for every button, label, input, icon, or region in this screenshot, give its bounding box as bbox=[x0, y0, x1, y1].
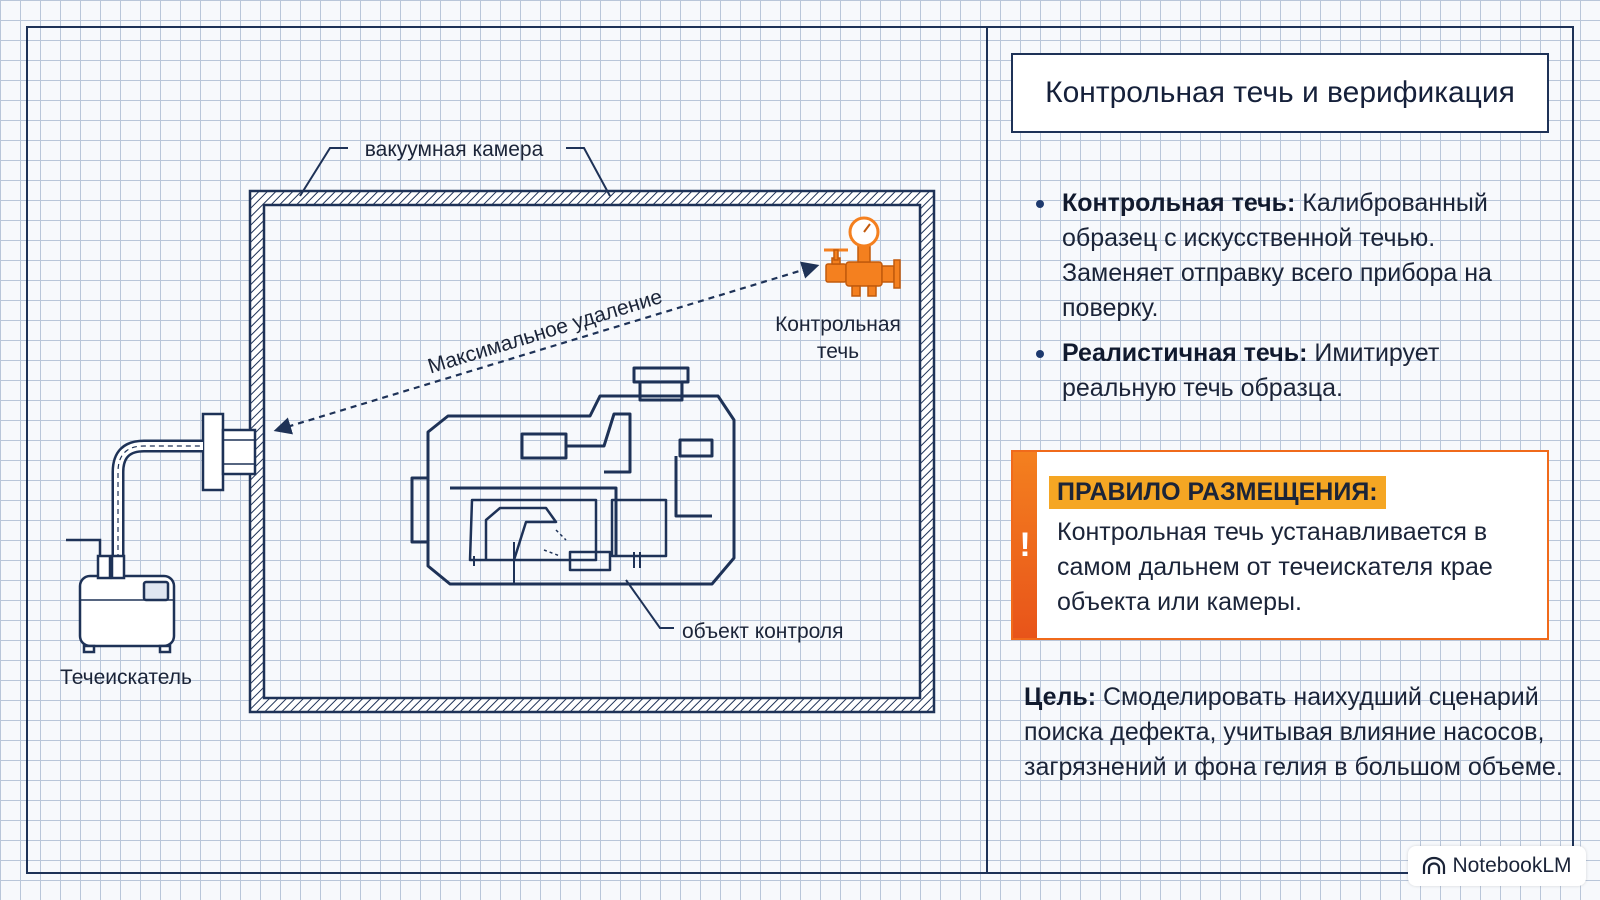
chamber-port-flange bbox=[201, 412, 257, 492]
panel-divider bbox=[986, 26, 988, 874]
chamber-label: вакуумная камера bbox=[365, 138, 544, 161]
bullet-control-leak: Контрольная течь: Калиброванный образец … bbox=[1034, 186, 1554, 326]
bullet-dot-icon bbox=[1036, 200, 1044, 208]
rule-heading: ПРАВИЛО РАЗМЕЩЕНИЯ: bbox=[1049, 476, 1386, 509]
bullet-dot-icon bbox=[1036, 350, 1044, 358]
placement-rule-box: ! ПРАВИЛО РАЗМЕЩЕНИЯ: Контрольная течь у… bbox=[1011, 450, 1549, 640]
rule-text: Контрольная течь устанавливается в самом… bbox=[1057, 518, 1493, 616]
leak-detector-icon bbox=[66, 538, 176, 654]
object-leader-line bbox=[625, 579, 674, 629]
sheet-frame bbox=[26, 26, 1574, 874]
warning-exclamation-icon: ! bbox=[1013, 452, 1037, 638]
goal-term: Цель: bbox=[1024, 683, 1097, 711]
panel-title: Контрольная течь и верификация bbox=[1011, 53, 1549, 133]
bullet-text: Имитирует реальную течь образца. bbox=[1062, 339, 1440, 402]
max-distance-arrow bbox=[273, 261, 820, 435]
bullet-term: Контрольная течь: bbox=[1062, 189, 1296, 217]
notebooklm-badge[interactable]: NotebookLM bbox=[1408, 846, 1586, 886]
bullet-text: Калиброванный образец с искусственной те… bbox=[1062, 189, 1492, 322]
distance-label: Максимальное удаление bbox=[425, 285, 665, 378]
badge-text: NotebookLM bbox=[1452, 854, 1572, 877]
chamber-leader-line-right bbox=[566, 147, 611, 197]
detector-hose bbox=[111, 439, 203, 568]
object-label: объект контроля bbox=[682, 620, 844, 643]
detector-label: Течеискатель bbox=[60, 666, 192, 689]
leak-label-line1: Контрольная bbox=[775, 313, 901, 336]
notebooklm-logo-icon bbox=[1423, 856, 1446, 874]
goal-paragraph: Цель: Смоделировать наихудший сценарий п… bbox=[1024, 680, 1564, 785]
test-object-icon bbox=[410, 366, 736, 586]
leak-label-line2: течь bbox=[817, 340, 859, 363]
bullet-term: Реалистичная течь: bbox=[1062, 339, 1308, 367]
chamber-leader-line bbox=[299, 147, 348, 197]
goal-text: Смоделировать наихудший сценарий поиска … bbox=[1024, 683, 1563, 781]
bullet-realistic-leak: Реалистичная течь: Имитирует реальную те… bbox=[1034, 336, 1554, 406]
calibrated-leak-icon bbox=[824, 216, 901, 297]
vacuum-chamber bbox=[248, 189, 936, 714]
bullet-list: Контрольная течь: Калиброванный образец … bbox=[1034, 186, 1554, 416]
